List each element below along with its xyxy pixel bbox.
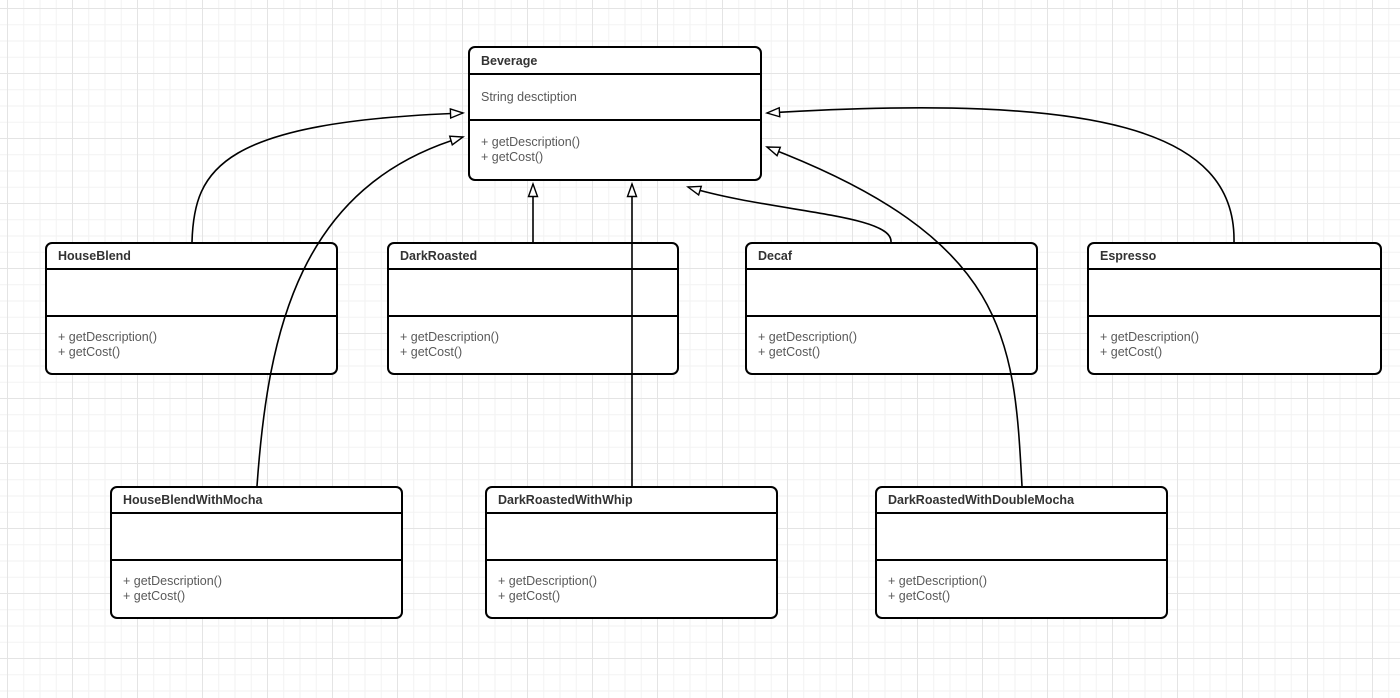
class-attributes — [112, 514, 401, 561]
class-title: Decaf — [747, 244, 1036, 270]
class-attributes — [47, 270, 336, 317]
class-decaf[interactable]: Decaf + getDescription() + getCost() — [745, 242, 1038, 375]
class-title: HouseBlend — [47, 244, 336, 270]
class-attributes: String desctiption — [470, 75, 760, 121]
class-methods: + getDescription() + getCost() — [747, 317, 1036, 373]
method-line: + getDescription() — [400, 329, 499, 344]
class-attributes — [487, 514, 776, 561]
method-line: + getCost() — [400, 345, 463, 359]
method-line: + getCost() — [481, 150, 544, 164]
class-methods: + getDescription() + getCost() — [877, 561, 1166, 617]
method-line: + getDescription() — [123, 573, 222, 588]
edge-houseblendwithmocha-to-beverage[interactable] — [256, 135, 465, 487]
attribute-line: String desctiption — [481, 90, 577, 104]
class-methods: + getDescription() + getCost() — [1089, 317, 1380, 373]
method-line: + getDescription() — [481, 134, 580, 149]
method-line: + getDescription() — [1100, 329, 1199, 344]
method-line: + getDescription() — [888, 573, 987, 588]
edge-houseblend-to-beverage[interactable] — [191, 108, 466, 243]
class-methods: + getDescription() + getCost() — [470, 121, 760, 179]
method-line: + getCost() — [498, 589, 561, 603]
class-title: DarkRoastedWithDoubleMocha — [877, 488, 1166, 514]
edge-espresso-to-beverage[interactable] — [764, 106, 1235, 243]
class-espresso[interactable]: Espresso + getDescription() + getCost() — [1087, 242, 1382, 375]
class-houseblendwithmocha[interactable]: HouseBlendWithMocha + getDescription() +… — [110, 486, 403, 619]
method-line: + getCost() — [123, 589, 186, 603]
class-beverage[interactable]: Beverage String desctiption + getDescrip… — [468, 46, 762, 181]
class-darkroastedwithdoublemocha[interactable]: DarkRoastedWithDoubleMocha + getDescript… — [875, 486, 1168, 619]
class-title: Beverage — [470, 48, 760, 75]
class-methods: + getDescription() + getCost() — [389, 317, 677, 373]
method-line: + getDescription() — [498, 573, 597, 588]
method-line: + getDescription() — [58, 329, 157, 344]
class-darkroastedwithwhip[interactable]: DarkRoastedWithWhip + getDescription() +… — [485, 486, 778, 619]
class-title: Espresso — [1089, 244, 1380, 270]
class-houseblend[interactable]: HouseBlend + getDescription() + getCost(… — [45, 242, 338, 375]
class-attributes — [389, 270, 677, 317]
class-darkroasted[interactable]: DarkRoasted + getDescription() + getCost… — [387, 242, 679, 375]
class-attributes — [877, 514, 1166, 561]
method-line: + getCost() — [888, 589, 951, 603]
class-attributes — [1089, 270, 1380, 317]
method-line: + getCost() — [758, 345, 821, 359]
method-line: + getCost() — [58, 345, 121, 359]
class-title: DarkRoastedWithWhip — [487, 488, 776, 514]
edge-decaf-to-beverage[interactable] — [686, 185, 892, 243]
class-methods: + getDescription() + getCost() — [487, 561, 776, 617]
method-line: + getDescription() — [758, 329, 857, 344]
class-attributes — [747, 270, 1036, 317]
class-methods: + getDescription() + getCost() — [112, 561, 401, 617]
class-title: DarkRoasted — [389, 244, 677, 270]
class-title: HouseBlendWithMocha — [112, 488, 401, 514]
method-line: + getCost() — [1100, 345, 1163, 359]
edge-darkroastedwithdoublemocha-to-beverage[interactable] — [765, 146, 1023, 487]
class-methods: + getDescription() + getCost() — [47, 317, 336, 373]
